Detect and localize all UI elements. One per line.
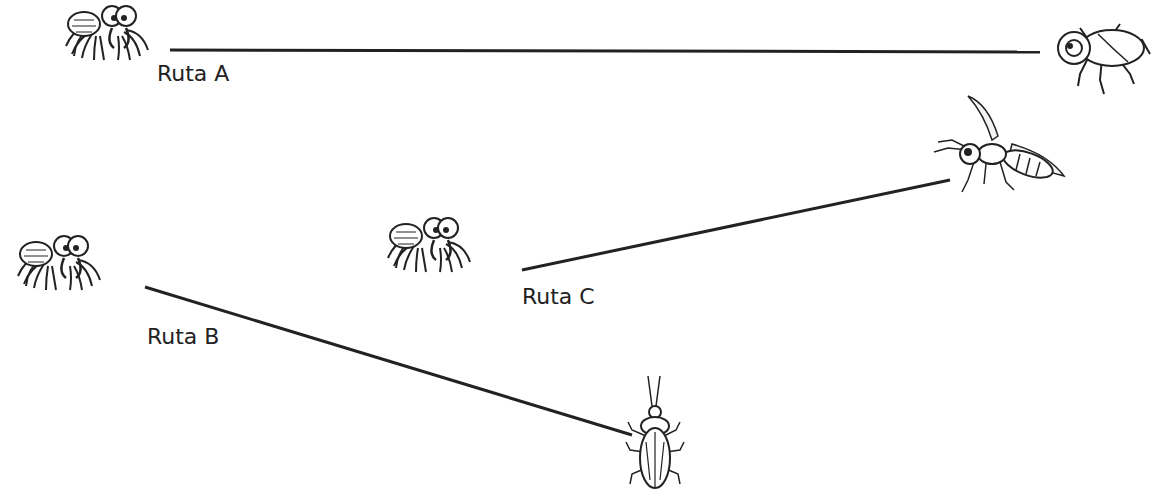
beetle-drawing [1058, 24, 1150, 94]
spider-drawing [388, 218, 470, 272]
spider-drawing [18, 236, 100, 290]
cockroach-drawing [626, 376, 684, 488]
route-line [522, 180, 950, 270]
route-label: Ruta B [147, 325, 219, 349]
route-label: Ruta A [157, 62, 229, 86]
wasp-drawing [934, 96, 1064, 192]
route-label: Ruta C [522, 285, 595, 309]
spider-drawing [66, 6, 148, 60]
route-line [145, 287, 632, 435]
route-line [170, 50, 1040, 52]
